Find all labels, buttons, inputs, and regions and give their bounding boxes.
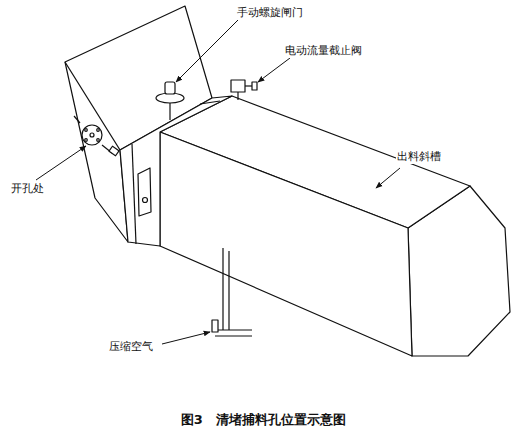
valve-label: 电动流量截止阀 [284, 44, 363, 58]
chute-front [160, 132, 412, 356]
air-pipe [222, 248, 223, 330]
gate-label: 手动螺旋闸门 [236, 6, 304, 20]
opening-flange [82, 125, 102, 145]
leader-lines [36, 20, 400, 344]
opening-label: 开孔处 [10, 182, 45, 196]
sight-window [138, 168, 151, 216]
air-label: 压缩空气 [108, 340, 154, 354]
electric-valve [231, 80, 245, 92]
gate-section [120, 96, 232, 246]
figure-caption: 图3 清堵捕料孔位置示意图 [181, 412, 347, 428]
chute-label: 出料斜槽 [396, 150, 442, 164]
